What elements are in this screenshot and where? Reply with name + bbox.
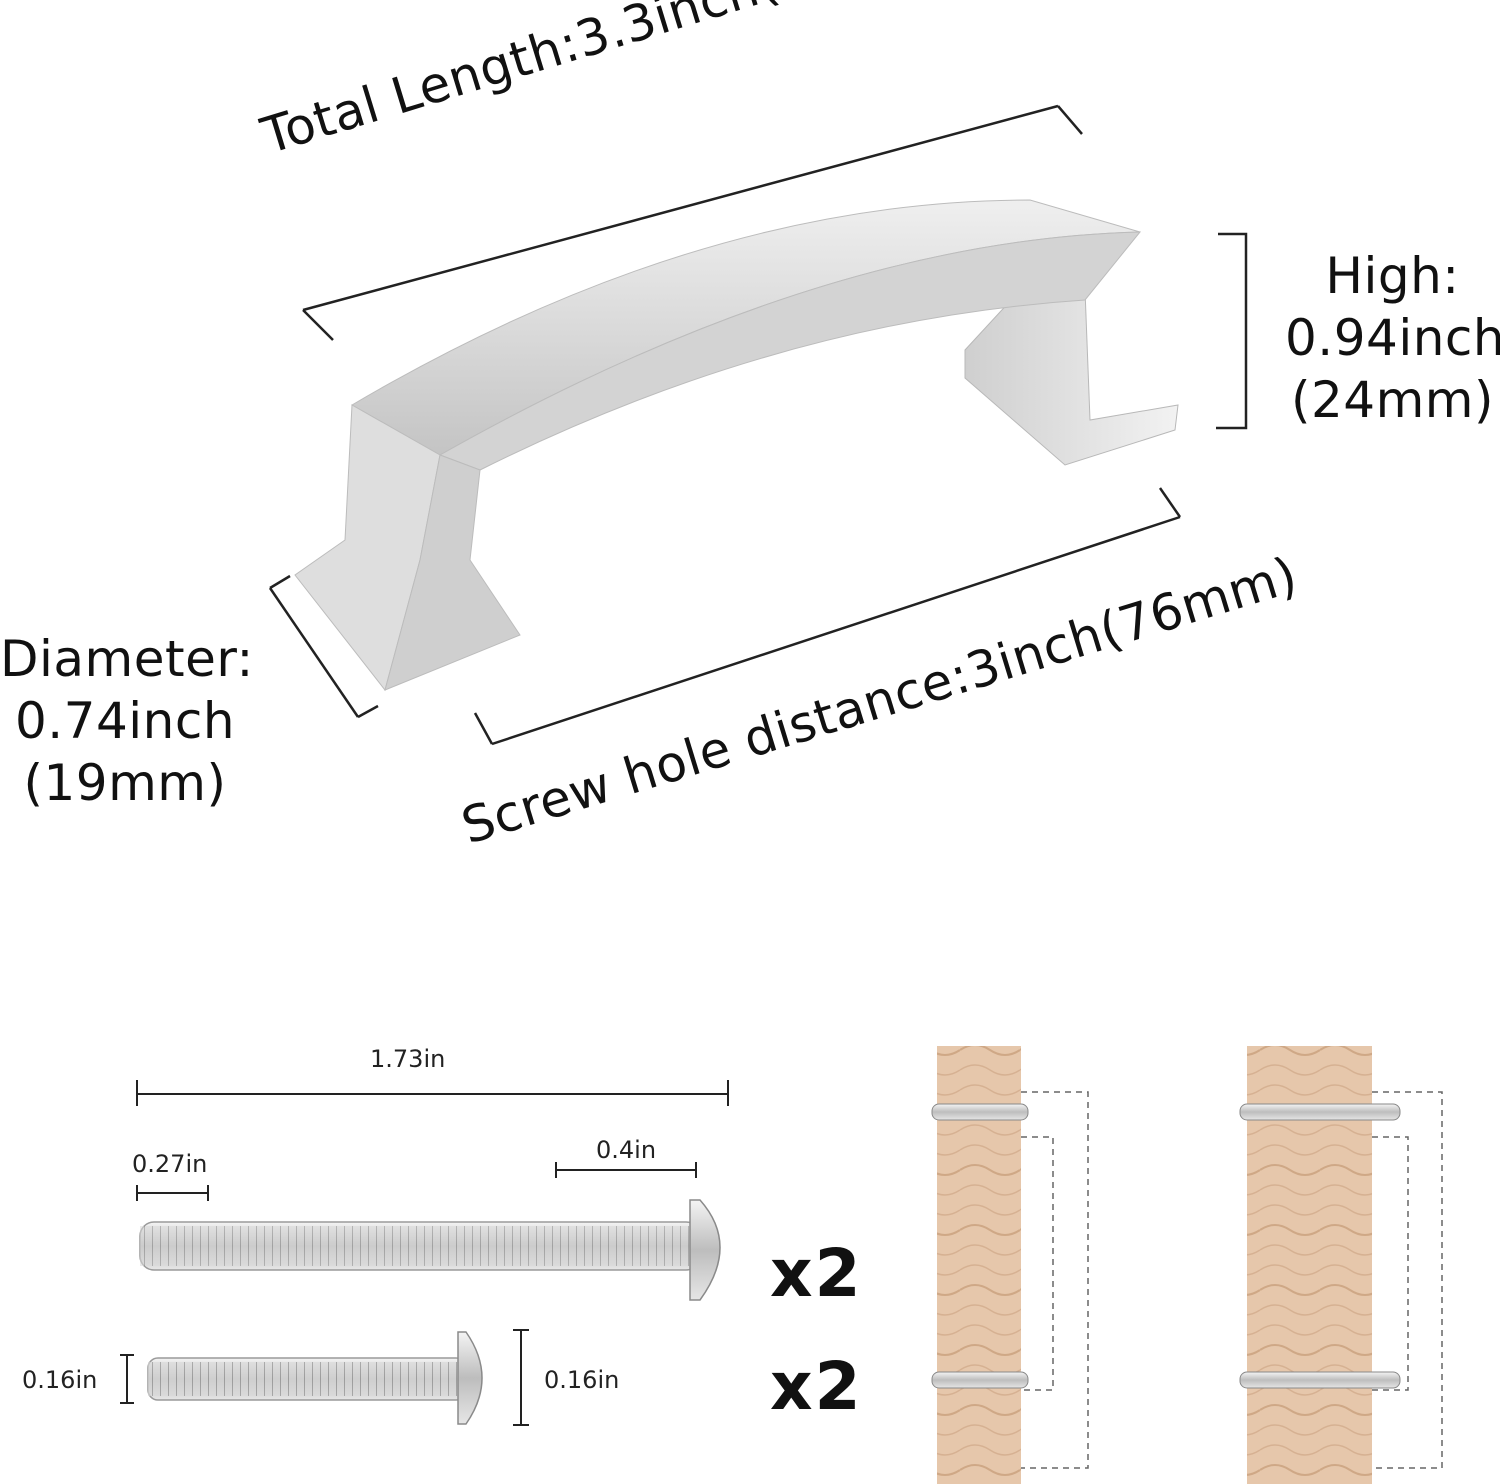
screw-dimension-lines	[120, 1080, 729, 1426]
high-dimension-bracket	[1216, 232, 1248, 430]
long-screw-total-length: 1.73in	[370, 1045, 446, 1073]
high-inch: 0.94inch	[1285, 309, 1500, 367]
high-title: High:	[1325, 247, 1460, 305]
diameter-title: Diameter:	[0, 630, 254, 688]
high-mm: (24mm)	[1290, 371, 1495, 429]
short-screw-diameter-left: 0.16in	[22, 1366, 98, 1394]
installation-diagram-2	[1239, 1046, 1443, 1484]
long-screw-quantity: x2	[770, 1235, 863, 1312]
diameter-dimension-line	[268, 574, 379, 719]
diameter-label: Diameter: 0.74inch (19mm)	[0, 628, 254, 814]
high-label: High: 0.94inch (24mm)	[1285, 245, 1500, 431]
short-screw	[147, 1331, 483, 1425]
long-screw	[139, 1199, 721, 1301]
short-screw-diameter-right: 0.16in	[544, 1366, 620, 1394]
diameter-inch: 0.74inch	[14, 692, 236, 750]
long-screw-head-section: 0.4in	[596, 1136, 657, 1164]
installation-diagram-1	[931, 1046, 1089, 1484]
cabinet-handle	[294, 199, 1179, 692]
screw-hole-distance-dimension-line	[473, 487, 1182, 746]
short-screw-quantity: x2	[770, 1348, 863, 1425]
diameter-mm: (19mm)	[23, 754, 227, 812]
total-length-dimension-line	[302, 104, 1083, 341]
long-screw-thread-start: 0.27in	[132, 1150, 208, 1178]
